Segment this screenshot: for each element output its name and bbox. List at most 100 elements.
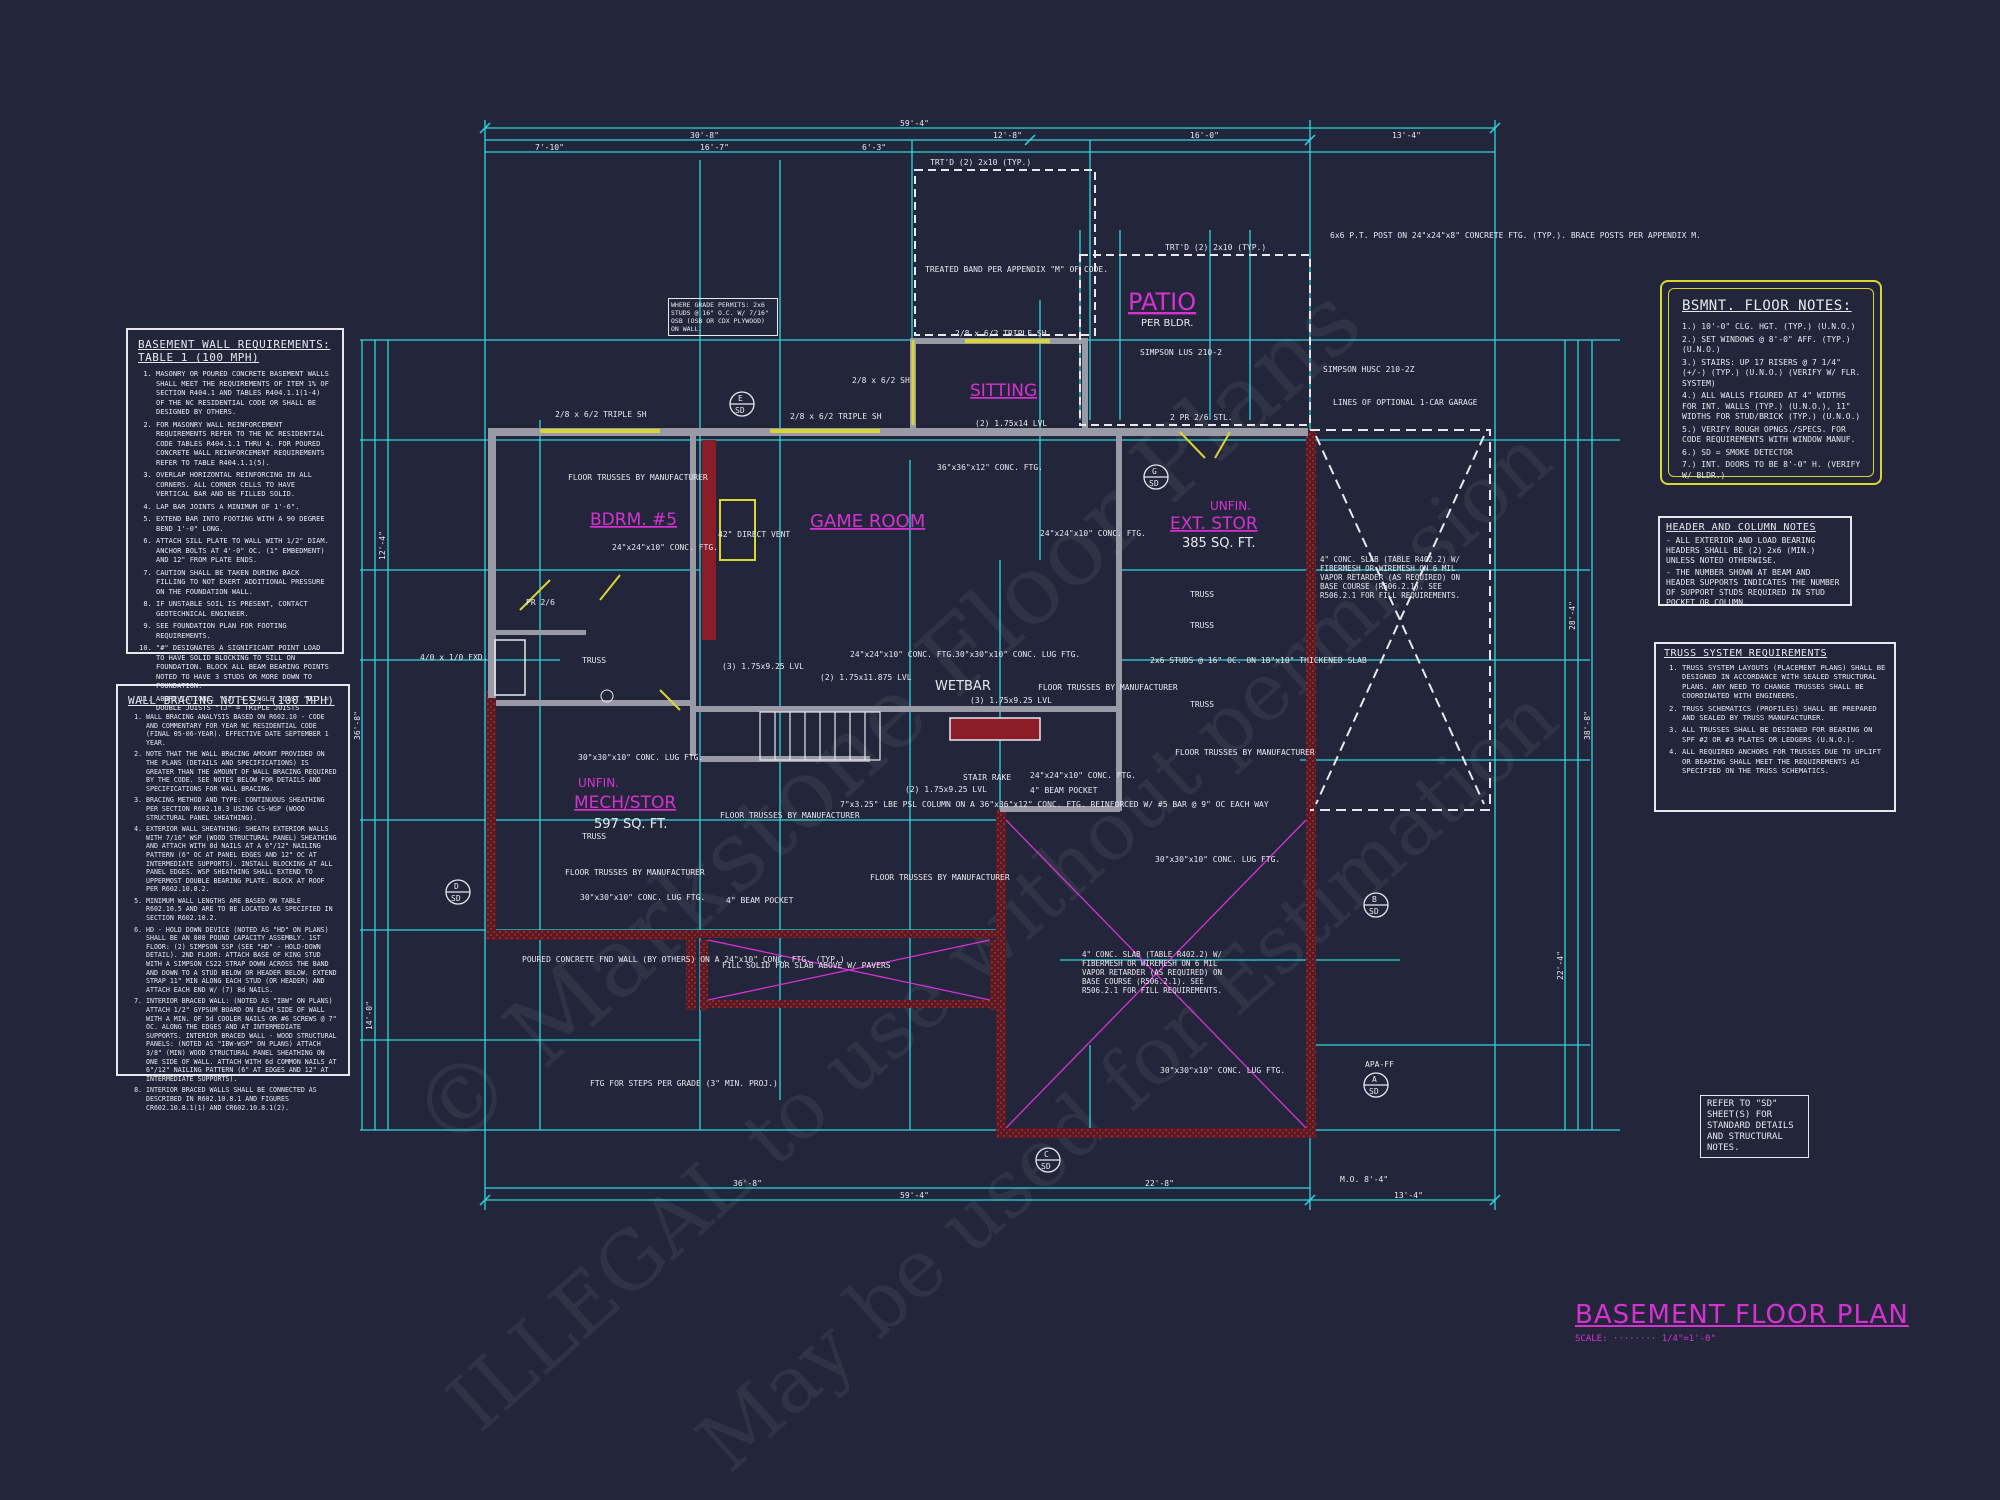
note-floor-trusses-5: FLOOR TRUSSES BY MANUFACTURER: [870, 873, 1010, 882]
svg-text:A: A: [1372, 1075, 1377, 1084]
svg-text:SD: SD: [1149, 479, 1159, 488]
drawing-scale: SCALE: ········ 1/4"=1'-0": [1575, 1334, 1716, 1344]
room-patio: PATIO: [1128, 288, 1196, 316]
note-fill-solid: FILL SOLID FOR SLAB ABOVE W/ PAVERS: [722, 961, 891, 970]
bsmt-item: 3.) STAIRS: UP 17 RISERS @ 7 1/4" (+/-) …: [1682, 357, 1861, 388]
bsmt-item: 6.) SD = SMOKE DETECTOR: [1682, 447, 1793, 457]
bsmt-item: 7.) INT. DOORS TO BE 8'-0" H. (VERIFY W/…: [1682, 460, 1861, 480]
wb-item: EXTERIOR WALL SHEATHING: SHEATH EXTERIOR…: [146, 825, 338, 894]
svg-text:D: D: [454, 882, 459, 891]
header-item: - ALL EXTERIOR AND LOAD BEARING HEADERS …: [1666, 536, 1816, 565]
dim-bot-b: 22'-8": [1145, 1179, 1174, 1188]
bw-item: LAP BAR JOINTS A MINIMUM OF 1'-6".: [156, 503, 332, 513]
section-marker-d: D SD: [445, 879, 471, 905]
dim-overall-bottom: 59'-4": [900, 1191, 929, 1200]
stairs: [759, 711, 881, 761]
note-mo: M.O. 8'-4": [1340, 1175, 1388, 1184]
bw-item: "#" DESIGNATES A SIGNIFICANT POINT LOAD …: [156, 644, 332, 692]
bw-item: CAUTION SHALL BE TAKEN DURING BACK FILLI…: [156, 569, 332, 598]
dim-left-b: 36'-8": [353, 711, 362, 740]
doors-windows: [519, 339, 1231, 711]
note-lvl-4: (2) 1.75x9.25 LVL: [905, 785, 987, 794]
truss-item: ALL REQUIRED ANCHORS FOR TRUSSES DUE TO …: [1682, 747, 1886, 775]
fireplace-wall: [702, 440, 716, 640]
room-sitting: SITTING: [970, 381, 1037, 401]
dim-right-a: 28'-4": [1568, 601, 1577, 630]
svg-text:SD: SD: [1369, 1087, 1379, 1096]
bw-item: SEE FOUNDATION PLAN FOR FOOTING REQUIREM…: [156, 622, 332, 641]
dim-bot-a: 36'-8": [733, 1179, 762, 1188]
drawing-title: BASEMENT FLOOR PLAN: [1575, 1300, 1909, 1330]
section-marker-a: A SD: [1363, 1072, 1389, 1098]
note-conc-lug-30d: 30"x30"x10" CONC. LUG FTG.: [1155, 855, 1280, 864]
header-column-notes: HEADER AND COLUMN NOTES - ALL EXTERIOR A…: [1658, 516, 1852, 607]
patio-sub: PER BLDR.: [1141, 318, 1193, 329]
wall-bracing-list: WALL BRACING ANALYSIS BASED ON R602.10 -…: [128, 713, 338, 1112]
section-marker-b: B SD: [1363, 892, 1389, 918]
note-trtd-top: TRT'D (2) 2x10 (TYP.): [930, 158, 1031, 167]
note-truss-4: TRUSS: [1190, 700, 1214, 709]
room-ext-stor-1: UNFIN.: [1210, 499, 1251, 513]
wb-item: WALL BRACING ANALYSIS BASED ON R602.10 -…: [146, 713, 338, 747]
wb-item: NOTE THAT THE WALL BRACING AMOUNT PROVID…: [146, 750, 338, 793]
note-sh: 2/8 x 6/2 SH: [852, 376, 910, 385]
slab-x-lines: [707, 819, 1307, 1129]
basement-wall-list: MASONRY OR POURED CONCRETE BASEMENT WALL…: [138, 370, 332, 714]
header-item: - THE NUMBER SHOWN AT BEAM AND HEADER SU…: [1666, 568, 1840, 607]
wetbar-label: WETBAR: [935, 679, 991, 694]
note-direct-vent: 42" DIRECT VENT: [718, 530, 790, 539]
dimension-text: 59'-4" 30'-8" 12'-8" 16'-0" 13'-4" 7'-10…: [353, 119, 1592, 1200]
bsmt-notes-title: BSMNT. FLOOR NOTES:: [1682, 298, 1852, 314]
svg-text:SD: SD: [1369, 907, 1379, 916]
note-optional-garage: LINES OF OPTIONAL 1-CAR GARAGE: [1333, 398, 1478, 407]
note-triple-sh-mid: 2/8 x 6/2 TRIPLE SH: [790, 412, 882, 421]
note-conc-ftg-24d: 24"x24"x10" CONC. FTG.: [1030, 771, 1136, 780]
note-triple-sh-left: 2/8 x 6/2 TRIPLE SH: [555, 410, 647, 419]
dim-top-g: 6'-3": [862, 143, 886, 152]
note-slab-lower: 4" CONC. SLAB (TABLE R402.2) W/ FIBERMES…: [1082, 950, 1222, 995]
note-conc-lug-30c: 30"x30"x10" CONC. LUG FTG.: [580, 893, 705, 902]
note-beam-pocket-1: 4" BEAM POCKET: [1030, 786, 1098, 795]
section-marker-c: C SD: [1035, 1147, 1061, 1173]
bw-item: ABBREVIATIONS: "SJ" = SINGLE JOIST "DJ" …: [156, 695, 332, 714]
wb-item: BRACING METHOD AND TYPE: CONTINUOUS SHEA…: [146, 796, 338, 822]
note-triple-sh-sitting: 2/8 x 6/2 TRIPLE SH: [955, 329, 1047, 338]
bsmt-item: 1.) 10'-0" CLG. HGT. (TYP.) (U.N.O.): [1682, 322, 1856, 331]
note-apa: APA-FF: [1365, 1060, 1394, 1069]
truss-item: ALL TRUSSES SHALL BE DESIGNED FOR BEARIN…: [1682, 725, 1886, 744]
dim-bot-c: 13'-4": [1394, 1191, 1423, 1200]
room-bdrm: BDRM. #5: [590, 510, 677, 530]
note-simpson-lus: SIMPSON LUS 210-2: [1140, 348, 1222, 357]
dim-right-b: 38'-8": [1583, 711, 1592, 740]
mech-area: 597 SQ. FT.: [594, 817, 667, 832]
ext-stor-area: 385 SQ. FT.: [1182, 536, 1255, 551]
note-floor-trusses-6: FLOOR TRUSSES BY MANUFACTURER: [1175, 748, 1315, 757]
note-pr-26: PR 2/6: [526, 598, 555, 607]
mech-floor-drain: [600, 689, 614, 703]
bw-item: ATTACH SILL PLATE TO WALL WITH 1/2" DIAM…: [156, 537, 332, 566]
bw-item: FOR MASONRY WALL REINFORCEMENT REQUIREME…: [156, 421, 332, 469]
basement-floor-notes-frame: [1668, 288, 1874, 477]
svg-text:C: C: [1044, 1150, 1049, 1159]
note-lvl-3: (2) 1.75x11.875 LVL: [820, 673, 912, 682]
section-marker-g: G SD: [1143, 464, 1169, 490]
note-column: 7"x3.25" LBE PSL COLUMN ON A 36"x36"x12"…: [840, 800, 1269, 809]
room-mech-2: MECH/STOR: [574, 793, 676, 813]
plan-notes: 2/8 x 6/2 TRIPLE SH 2/8 x 6/2 TRIPLE SH …: [420, 158, 1701, 1184]
dimension-ticks: [479, 122, 1501, 1206]
room-ext-stor-2: EXT. STOR: [1170, 514, 1258, 534]
svg-text:B: B: [1372, 895, 1377, 904]
dim-top-a: 30'-8": [690, 131, 719, 140]
note-floor-trusses-1: FLOOR TRUSSES BY MANUFACTURER: [1038, 683, 1178, 692]
dim-top-d: 13'-4": [1392, 131, 1421, 140]
truss-item: TRUSS SCHEMATICS (PROFILES) SHALL BE PRE…: [1682, 704, 1886, 723]
note-truss-1: TRUSS: [582, 656, 606, 665]
dim-top-e: 7'-10": [535, 143, 564, 152]
note-thickened-slab: 2x6 STUDS @ 16" OC. ON 18"x10" THICKENED…: [1150, 656, 1367, 665]
note-conc-ftg-24a: 24"x24"x10" CONC. FTG.: [1040, 529, 1146, 538]
note-truss-2: TRUSS: [1190, 590, 1214, 599]
wall-bracing-title: WALL BRACING NOTES: (100 MPH): [128, 694, 335, 707]
wb-item: MINIMUM WALL LENGTHS ARE BASED ON TABLE …: [146, 897, 338, 923]
note-conc-lug-30a: 30"x30"x10" CONC. LUG FTG.: [955, 650, 1080, 659]
note-beam-pocket-2: 4" BEAM POCKET: [726, 896, 794, 905]
